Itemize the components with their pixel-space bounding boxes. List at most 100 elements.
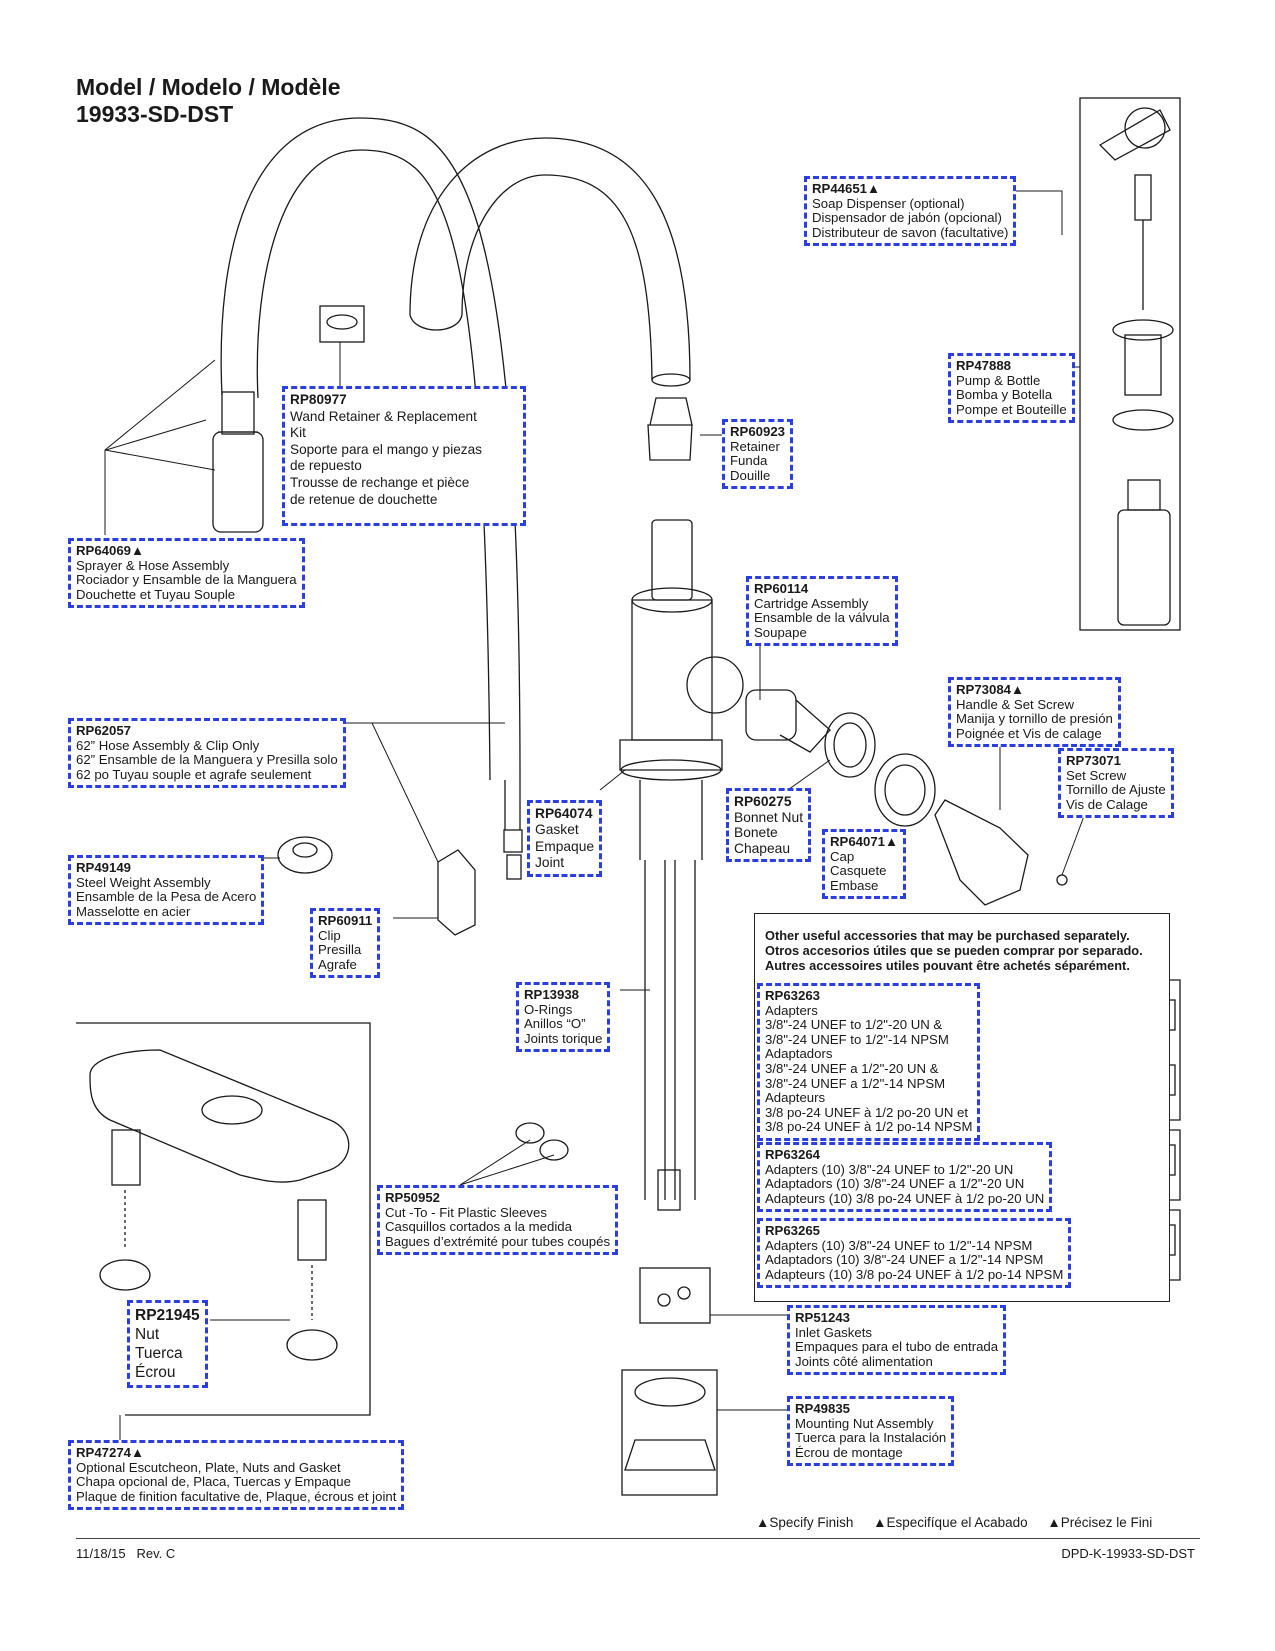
sleeve-part (515, 1122, 545, 1144)
part-desc-es: Dispensador de jabón (opcional) (812, 210, 1002, 226)
cap-part (874, 753, 936, 827)
footer-divider (76, 1538, 1200, 1539)
part-desc-es: Empaque (535, 838, 595, 854)
escutcheon-plate (89, 1049, 350, 1183)
page-title: Model / Modelo / Modèle 19933-SD-DST (76, 74, 341, 128)
part-desc-en: Retainer (730, 438, 780, 454)
part-desc-en: Inlet Gaskets (795, 1324, 872, 1340)
part-desc-es: Tuerca (135, 1345, 183, 1362)
part-desc-es: Funda (730, 453, 768, 469)
part-desc-es: Ensamble de la Pesa de Acero (76, 889, 257, 905)
part-number: RP49835 (795, 1401, 850, 1416)
part-desc-line: 3/8"-24 UNEF a 1/2"-14 NPSM (765, 1075, 946, 1091)
callout-adapters-rp63263: RP63263 Adapters 3/8"-24 UNEF to 1/2"-20… (757, 983, 981, 1141)
callout-handle: RP73084▲ Handle & Set Screw Manija y tor… (948, 677, 1121, 748)
escutcheon-frame (76, 1022, 371, 1416)
part-number: RP60911 (318, 913, 373, 928)
title-line-1: Model / Modelo / Modèle (76, 74, 341, 100)
callout-nut: RP21945 Nut Tuerca Écrou (127, 1300, 208, 1388)
part-desc-fr: Adapteurs (10) 3/8 po-24 UNEF à 1/2 po-2… (765, 1190, 1045, 1206)
part-desc-fr: Chapeau (734, 840, 791, 856)
part-desc-fr: Écrou (135, 1364, 176, 1381)
part-number: RP51243 (795, 1310, 850, 1325)
part-desc-fr: Joints côté alimentation (795, 1353, 933, 1369)
part-desc-line: Adapteurs (765, 1090, 826, 1106)
part-desc-fr: 62 po Tuyau souple et agrafe seulement (76, 766, 312, 782)
callout-gasket: RP64074 Gasket Empaque Joint (527, 800, 603, 878)
weight-part (277, 836, 333, 874)
part-desc-line: de retenue de douchette (290, 491, 438, 507)
part-desc-es: Manija y tornillo de presión (956, 711, 1113, 727)
part-desc-fr: Écrou de montage (795, 1444, 903, 1460)
callout-escutcheon: RP47274▲ Optional Escutcheon, Plate, Nut… (68, 1440, 405, 1511)
sprayer-body (212, 431, 264, 533)
part-number: RP73084▲ (956, 682, 1025, 697)
part-desc-es: Casquete (830, 863, 887, 879)
part-desc-line: Kit (290, 425, 306, 441)
part-desc-en: Clip (318, 927, 341, 943)
part-number: RP47888 (956, 358, 1011, 373)
part-desc-en: Cut -To - Fit Plastic Sleeves (385, 1204, 547, 1220)
part-desc-en: Steel Weight Assembly (76, 874, 211, 890)
part-desc-es: Ensamble de la válvula (754, 610, 890, 626)
part-number: RP73071 (1066, 753, 1121, 768)
callout-mounting-nut: RP49835 Mounting Nut Assembly Tuerca par… (787, 1396, 955, 1467)
part-desc-line: 3/8"-24 UNEF to 1/2"-20 UN & (765, 1017, 943, 1033)
part-desc-fr: Distributeur de savon (facultative) (812, 224, 1009, 240)
finish-note-en: ▲Specify Finish (756, 1515, 854, 1530)
finish-note-es: ▲Especifíque el Acabado (873, 1515, 1028, 1530)
part-number: RP47274▲ (76, 1445, 145, 1460)
callout-inlet-gaskets: RP51243 Inlet Gaskets Empaques para el t… (787, 1305, 1007, 1376)
part-desc-en: Sprayer & Hose Assembly (76, 557, 230, 573)
footer-document-id: DPD-K-19933-SD-DST (1061, 1546, 1195, 1561)
inlet-gasket-frame (639, 1267, 711, 1324)
part-desc-en: Cartridge Assembly (754, 595, 869, 611)
callout-adapters-rp63265: RP63265 Adapters (10) 3/8"-24 UNEF to 1/… (757, 1218, 1072, 1289)
part-desc-en: Mounting Nut Assembly (795, 1415, 934, 1431)
part-number: RP60923 (730, 424, 785, 439)
soap-dispenser-frame (1079, 97, 1181, 631)
part-desc-fr: Agrafe (318, 956, 357, 972)
part-desc-fr: Adapteurs (10) 3/8 po-24 UNEF à 1/2 po-1… (765, 1266, 1064, 1282)
callout-plastic-sleeves: RP50952 Cut -To - Fit Plastic Sleeves Ca… (377, 1185, 619, 1256)
part-desc-en: Adapters (10) 3/8"-24 UNEF to 1/2"-20 UN (765, 1161, 1014, 1177)
part-desc-es: Anillos “O” (524, 1016, 586, 1032)
handle-part (934, 799, 1029, 906)
part-desc-fr: Vis de Calage (1066, 796, 1148, 812)
part-desc-es: Casquillos cortados a la medida (385, 1219, 572, 1235)
part-number: RP63265 (765, 1223, 820, 1238)
part-desc-line: Adaptadors (765, 1046, 833, 1062)
part-desc-line: 3/8 po-24 UNEF à 1/2 po-14 NPSM (765, 1119, 973, 1135)
part-desc-en: Cap (830, 848, 855, 864)
finish-note-fr: ▲Précisez le Fini (1047, 1515, 1153, 1530)
callout-o-rings: RP13938 O-Rings Anillos “O” Joints toriq… (516, 982, 611, 1053)
soap-bottle (1117, 509, 1171, 626)
part-number: RP21945 (135, 1307, 200, 1324)
part-desc-line: Trousse de rechange et pièce (290, 474, 470, 490)
part-desc-es: Rociador y Ensamble de la Manguera (76, 572, 297, 588)
part-desc-fr: Embase (830, 877, 879, 893)
part-number: RP49149 (76, 860, 131, 875)
part-number: RP44651▲ (812, 181, 881, 196)
part-desc-line: 3/8"-24 UNEF to 1/2"-14 NPSM (765, 1031, 949, 1047)
part-desc-es: Tornillo de Ajuste (1066, 782, 1166, 798)
callout-bonnet-nut: RP60275 Bonnet Nut Bonete Chapeau (726, 788, 812, 863)
retainer-part (647, 424, 693, 461)
specify-finish-note: ▲Specify Finish ▲Especifíque el Acabado … (756, 1515, 1168, 1530)
callout-pump-bottle: RP47888 Pump & Bottle Bomba y Botella Po… (948, 353, 1075, 424)
part-desc-line: 3/8 po-24 UNEF à 1/2 po-20 UN et (765, 1104, 969, 1120)
clip-part (437, 849, 476, 936)
part-desc-line: de repuesto (290, 458, 362, 474)
callout-adapters-rp63264: RP63264 Adapters (10) 3/8"-24 UNEF to 1/… (757, 1142, 1053, 1213)
part-number: RP63264 (765, 1147, 820, 1162)
part-desc-es: Bonete (734, 825, 778, 841)
part-desc-fr: Douille (730, 467, 771, 483)
callout-cap: RP64071▲ Cap Casquete Embase (822, 829, 907, 900)
part-number: RP64069▲ (76, 543, 145, 558)
accessories-heading-en: Other useful accessories that may be pur… (765, 928, 1130, 943)
part-desc-fr: Joints torique (524, 1030, 603, 1046)
part-desc-es: Presilla (318, 942, 362, 958)
part-desc-fr: Bagues d’extrémité pour tubes coupés (385, 1233, 611, 1249)
part-number: RP64071▲ (830, 834, 899, 849)
